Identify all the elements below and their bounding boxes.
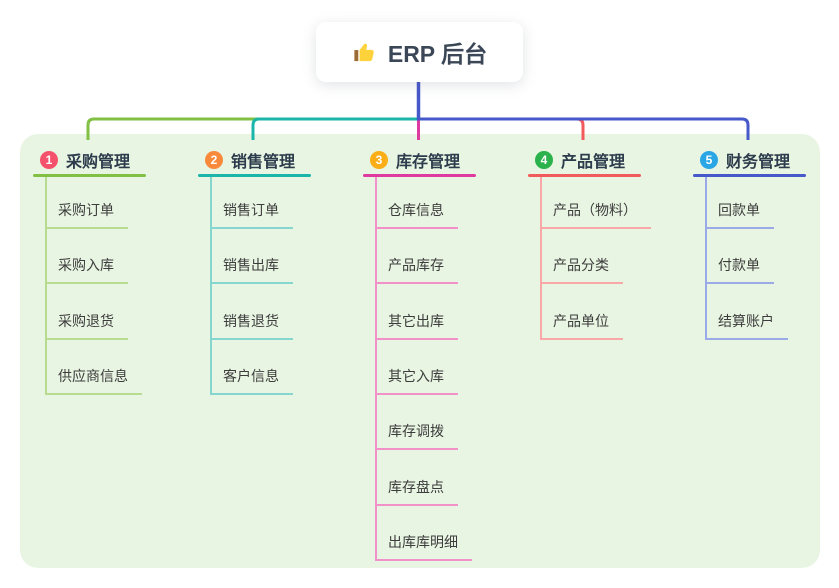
branch-underline bbox=[693, 174, 806, 177]
child-node[interactable]: 产品单位 bbox=[541, 311, 623, 340]
child-node[interactable]: 其它入库 bbox=[376, 366, 458, 395]
branch-node-2[interactable]: 2 销售管理 bbox=[205, 149, 295, 171]
child-node[interactable]: 回款单 bbox=[706, 200, 774, 229]
child-node[interactable]: 库存调拨 bbox=[376, 421, 458, 450]
root-title: ERP 后台 bbox=[387, 41, 488, 67]
child-node[interactable]: 采购入库 bbox=[46, 255, 128, 284]
branch-title: 产品管理 bbox=[561, 154, 626, 171]
branch-underline bbox=[528, 174, 641, 177]
child-node[interactable]: 付款单 bbox=[706, 255, 774, 284]
child-node[interactable]: 出库库明细 bbox=[376, 532, 472, 561]
child-node[interactable]: 销售出库 bbox=[211, 255, 293, 284]
branch-badge: 5 bbox=[700, 151, 718, 169]
child-node[interactable]: 产品库存 bbox=[376, 255, 458, 284]
thumbs-up-icon bbox=[354, 43, 374, 62]
branch-underline bbox=[363, 174, 476, 177]
child-node[interactable]: 产品（物料） bbox=[541, 200, 651, 229]
child-node[interactable]: 产品分类 bbox=[541, 255, 623, 284]
child-node[interactable]: 销售退货 bbox=[211, 311, 293, 340]
child-node[interactable]: 采购退货 bbox=[46, 311, 128, 340]
branch-title: 采购管理 bbox=[66, 154, 131, 171]
branch-node-4[interactable]: 4 产品管理 bbox=[535, 149, 625, 171]
branch-node-5[interactable]: 5 财务管理 bbox=[700, 149, 790, 171]
branch-title: 销售管理 bbox=[231, 154, 296, 171]
branch-node-3[interactable]: 3 库存管理 bbox=[370, 149, 460, 171]
branch-title: 库存管理 bbox=[396, 154, 461, 171]
branch-badge: 3 bbox=[370, 151, 388, 169]
branch-underline bbox=[33, 174, 146, 177]
child-node[interactable]: 采购订单 bbox=[46, 200, 128, 229]
child-node[interactable]: 销售订单 bbox=[211, 200, 293, 229]
branch-badge: 2 bbox=[205, 151, 223, 169]
child-node[interactable]: 仓库信息 bbox=[376, 200, 458, 229]
branch-underline bbox=[198, 174, 311, 177]
branch-node-1[interactable]: 1 采购管理 bbox=[40, 149, 130, 171]
root-node-erp[interactable]: ERP 后台 bbox=[316, 22, 523, 82]
child-node[interactable]: 客户信息 bbox=[211, 366, 293, 395]
branch-badge: 1 bbox=[40, 151, 58, 169]
branch-title: 财务管理 bbox=[726, 154, 791, 171]
child-node[interactable]: 库存盘点 bbox=[376, 477, 458, 506]
branch-badge: 4 bbox=[535, 151, 553, 169]
child-node[interactable]: 结算账户 bbox=[706, 311, 788, 340]
mindmap-background-panel bbox=[20, 134, 820, 568]
child-node[interactable]: 供应商信息 bbox=[46, 366, 142, 395]
child-node[interactable]: 其它出库 bbox=[376, 311, 458, 340]
